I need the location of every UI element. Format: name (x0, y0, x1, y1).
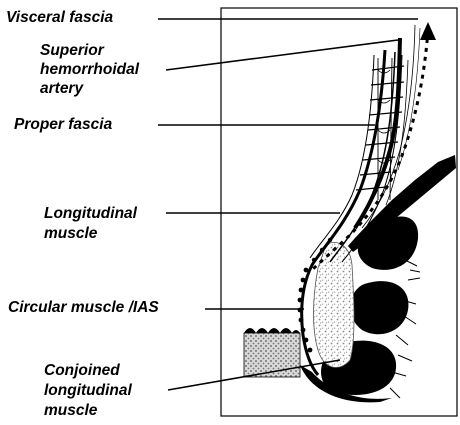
label-circular-muscle-ias: Circular muscle /IAS (8, 299, 159, 317)
label-line: muscle (44, 224, 137, 244)
label-visceral-fascia: Visceral fascia (6, 9, 113, 27)
label-line: artery (40, 79, 139, 98)
label-conjoined-longitudinal-muscle: Conjoined longitudinal muscle (44, 361, 132, 421)
label-line: Conjoined (44, 361, 132, 381)
label-line: longitudinal (44, 381, 132, 401)
label-line: hemorrhoidal (40, 60, 139, 79)
label-line: Longitudinal (44, 204, 137, 224)
perianal-block (244, 328, 300, 377)
label-superior-hemorrhoidal-artery: Superior hemorrhoidal artery (40, 41, 139, 98)
label-line: Superior (40, 41, 139, 60)
label-line: muscle (44, 401, 132, 421)
label-proper-fascia: Proper fascia (14, 116, 112, 134)
leader-superior-hemorrhoidal-artery (166, 40, 398, 70)
label-longitudinal-muscle: Longitudinal muscle (44, 204, 137, 244)
